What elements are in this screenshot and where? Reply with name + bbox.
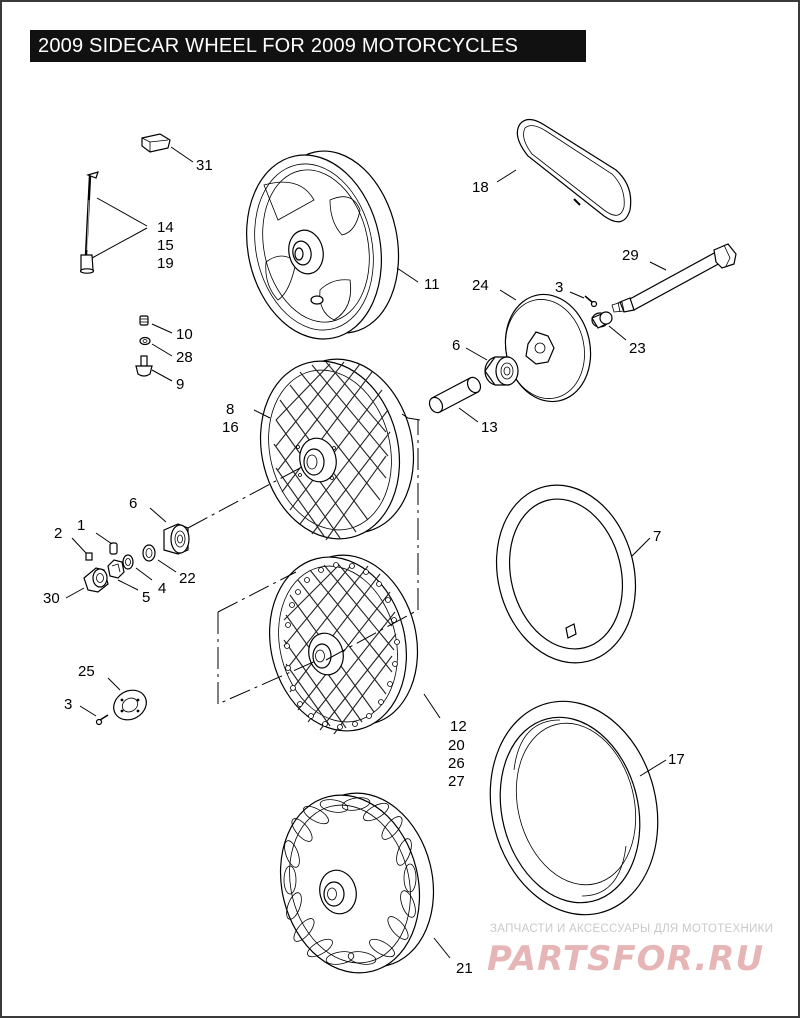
callout-30: 30 — [43, 590, 60, 607]
part-7-inner-tube — [495, 484, 637, 664]
part-21-wheel — [279, 792, 435, 974]
assembly-center-lines — [187, 413, 421, 705]
part-12-laced-wheel — [268, 554, 419, 735]
part-17-tire — [489, 700, 659, 916]
callout-11: 11 — [424, 276, 440, 293]
callout-28: 28 — [176, 349, 193, 366]
callout-31: 31 — [196, 157, 213, 174]
callout-9: 9 — [176, 376, 184, 393]
part-11-cast-wheel — [246, 150, 400, 340]
bottom-wheel-slots — [283, 797, 417, 965]
callout-27: 27 — [448, 773, 465, 790]
part-31-pad — [141, 133, 171, 153]
callout-19: 19 — [157, 255, 174, 272]
part-13-spacer-tube — [428, 376, 482, 414]
part-22-seal — [142, 544, 156, 562]
part-6-bearing-upper — [484, 356, 519, 386]
callout-16: 16 — [222, 419, 239, 436]
part-30-axle-cap — [83, 567, 109, 593]
callout-24: 24 — [472, 277, 489, 294]
callout-17: 17 — [668, 751, 685, 768]
watermark-logo: PARTSFOR.RU — [487, 939, 764, 979]
page-title: 2009 SIDECAR WHEEL FOR 2009 MOTORCYCLES — [30, 30, 586, 62]
callout-12: 12 — [450, 718, 467, 735]
part-9-valve-stem — [135, 355, 153, 377]
callout-14: 14 — [157, 219, 174, 236]
callout-26: 26 — [448, 755, 465, 772]
callout-3-lower: 3 — [64, 696, 72, 713]
part-29-axle — [611, 243, 737, 313]
watermark: ЗАПЧАСТИ И АКСЕССУАРЫ ДЛЯ МОТОТЕХНИКИ PA… — [487, 923, 773, 979]
callout-22: 22 — [179, 570, 196, 587]
part-6-bearing-lower — [163, 523, 190, 555]
callout-8: 8 — [226, 401, 234, 418]
callout-3-top: 3 — [555, 279, 563, 296]
part-1-pin — [109, 542, 118, 555]
part-23-spacer — [591, 311, 613, 329]
callout-1: 1 — [77, 517, 85, 534]
callout-29: 29 — [622, 247, 639, 264]
part-8-laced-wheel — [259, 358, 415, 541]
callout-25: 25 — [78, 663, 95, 680]
middle-wheel-nipples — [284, 562, 400, 730]
part-10-valve-cap — [139, 315, 149, 326]
part-28-valve-nut — [139, 336, 151, 346]
callout-5: 5 — [142, 589, 150, 606]
part-5-nut — [107, 559, 125, 579]
callout-6-lower: 6 — [129, 495, 137, 512]
callout-7: 7 — [653, 528, 661, 545]
callout-2: 2 — [54, 525, 62, 542]
callout-13: 13 — [481, 419, 498, 436]
part-14-spoke — [79, 171, 99, 274]
callout-6-upper: 6 — [452, 337, 460, 354]
callout-labels: 31 14 15 19 11 18 29 24 3 23 10 28 9 6 1… — [43, 157, 685, 977]
callout-21: 21 — [456, 960, 473, 977]
watermark-tagline: ЗАПЧАСТИ И АКСЕССУАРЫ ДЛЯ МОТОТЕХНИКИ — [490, 923, 773, 935]
part-4-washer — [122, 554, 134, 570]
part-3-screw-top — [584, 295, 598, 308]
part-3-screw-lower — [95, 714, 109, 726]
callout-20: 20 — [448, 737, 465, 754]
part-2-set-screw — [85, 552, 93, 561]
callout-10: 10 — [176, 326, 193, 343]
callout-18: 18 — [472, 179, 489, 196]
part-24-brake-disc — [504, 293, 592, 403]
callout-15: 15 — [157, 237, 174, 254]
leader-lines — [65, 146, 667, 959]
part-18-rim-strip — [516, 118, 632, 223]
callout-4: 4 — [158, 580, 166, 597]
callout-23: 23 — [629, 340, 646, 357]
part-25-cover-plate — [113, 689, 147, 721]
